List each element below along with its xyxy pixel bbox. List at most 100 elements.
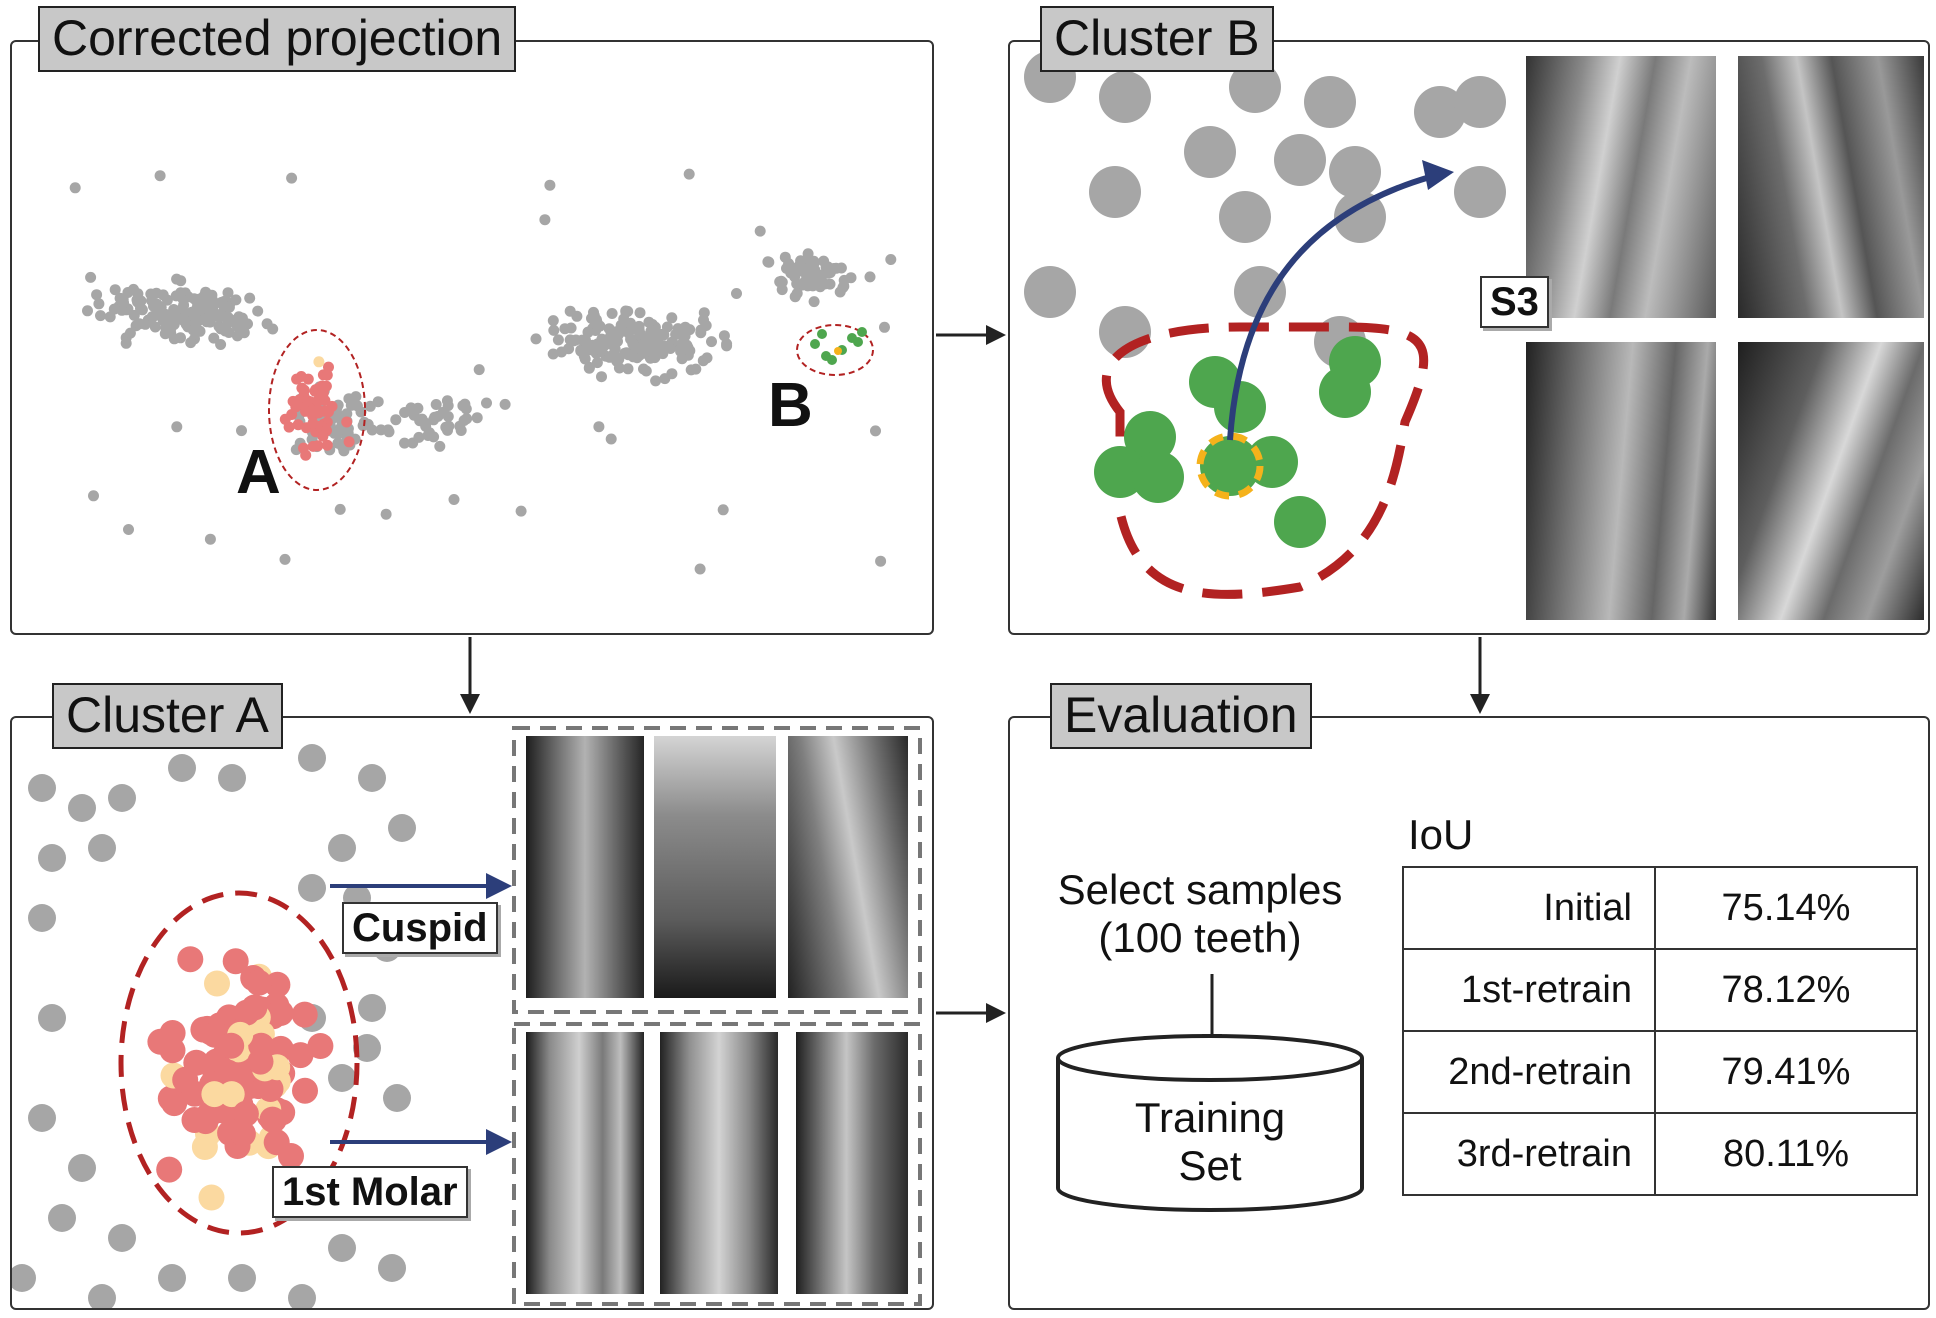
cluster-b-point [1094, 446, 1146, 498]
xray-cuspid-2[interactable] [654, 736, 776, 998]
gray-point [38, 1004, 66, 1032]
projection-point [544, 179, 556, 191]
first-molar-label: 1st Molar [272, 1166, 468, 1218]
projection-point [442, 424, 453, 436]
cluster-a-point [245, 969, 272, 996]
xray-b4[interactable] [1738, 342, 1924, 620]
cluster-a-point [298, 442, 309, 454]
gray-point [38, 844, 66, 872]
projection-point [383, 426, 395, 438]
gray-point [68, 794, 96, 822]
projection-point [252, 305, 264, 317]
cluster-b-zoom-view[interactable] [1010, 42, 1930, 635]
arrow-right-icon [986, 325, 1006, 345]
projection-point [615, 319, 627, 331]
projection-point [547, 348, 559, 360]
projection-scatter[interactable] [12, 42, 936, 637]
cluster-a-point [341, 416, 353, 428]
projection-point [684, 345, 696, 357]
projection-point [802, 270, 814, 282]
gray-point [108, 1224, 136, 1252]
xray-molar-2[interactable] [660, 1032, 778, 1294]
projection-panel [10, 40, 934, 635]
projection-point [634, 307, 646, 319]
gray-point [218, 764, 246, 792]
projection-point [656, 342, 668, 354]
projection-point [341, 408, 353, 420]
cluster-a-marker-label: A [236, 438, 281, 507]
projection-point [170, 290, 182, 302]
projection-point [683, 168, 695, 180]
projection-point [135, 302, 146, 314]
cluster-a-point [343, 436, 355, 448]
selected-sample-marker[interactable] [1196, 432, 1264, 500]
projection-point [230, 294, 242, 306]
cluster-a-point [177, 946, 204, 973]
gray-point [298, 744, 326, 772]
xray-cuspid-3[interactable] [788, 736, 908, 998]
cluster-a-point [156, 1156, 183, 1183]
xray-b2[interactable] [1738, 56, 1924, 318]
projection-point [563, 343, 575, 355]
projection-point [267, 323, 279, 335]
arrow-right-icon [486, 1129, 512, 1155]
gray-point [168, 754, 196, 782]
iou-row-value: 78.12% [1654, 948, 1918, 1032]
projection-point [124, 327, 136, 339]
cluster-a-zoom-view[interactable] [12, 718, 934, 1310]
projection-point [222, 317, 234, 329]
projection-point [627, 351, 639, 363]
projection-point [222, 287, 234, 299]
projection-point [123, 524, 134, 535]
projection-point [351, 400, 363, 412]
projection-point [814, 281, 826, 293]
projection-point [414, 415, 426, 427]
cluster-b-point [817, 329, 827, 339]
xray-cuspid-1[interactable] [526, 736, 644, 998]
projection-point [670, 329, 682, 340]
projection-point [552, 334, 564, 346]
projection-point [791, 287, 803, 299]
xray-b3[interactable] [1526, 342, 1716, 620]
cluster-a-point [291, 1001, 318, 1028]
projection-point [635, 328, 647, 340]
projection-point [185, 337, 197, 349]
gray-point [328, 1064, 356, 1092]
xray-molar-3[interactable] [796, 1032, 908, 1294]
cluster-a-point [181, 1107, 208, 1133]
projection-point [128, 283, 139, 295]
projection-point [157, 289, 169, 301]
cluster-a-point [317, 430, 329, 442]
projection-point [223, 327, 235, 338]
projection-point [582, 326, 594, 338]
xray-molar-1[interactable] [526, 1032, 644, 1294]
projection-point [698, 307, 710, 319]
projection-point [331, 427, 343, 439]
projection-point [640, 365, 652, 377]
projection-point [776, 276, 788, 288]
projection-point [591, 357, 603, 369]
gray-point [378, 1254, 406, 1282]
projection-point [679, 330, 691, 342]
cluster-a-title: Cluster A [52, 683, 283, 749]
projection-point [547, 315, 559, 327]
gray-point [228, 1264, 256, 1292]
gray-point [298, 874, 326, 902]
cluster-b-point [1274, 496, 1326, 548]
select-samples-line2: (100 teeth) [1098, 914, 1302, 962]
projection-point [597, 341, 609, 353]
projection-point [824, 278, 836, 290]
projection-point [461, 413, 473, 425]
projection-point [643, 332, 655, 344]
xray-b1[interactable] [1526, 56, 1716, 318]
projection-point [171, 273, 183, 285]
cluster-a-point [159, 1037, 186, 1064]
projection-point [168, 319, 180, 330]
gray-point [1329, 146, 1381, 198]
cluster-a-point [312, 440, 324, 452]
gray-point [158, 1264, 186, 1292]
projection-point [286, 172, 298, 184]
gray-point [28, 1104, 56, 1132]
cluster-a-point [247, 1048, 274, 1075]
arrow-right-icon [486, 873, 512, 899]
